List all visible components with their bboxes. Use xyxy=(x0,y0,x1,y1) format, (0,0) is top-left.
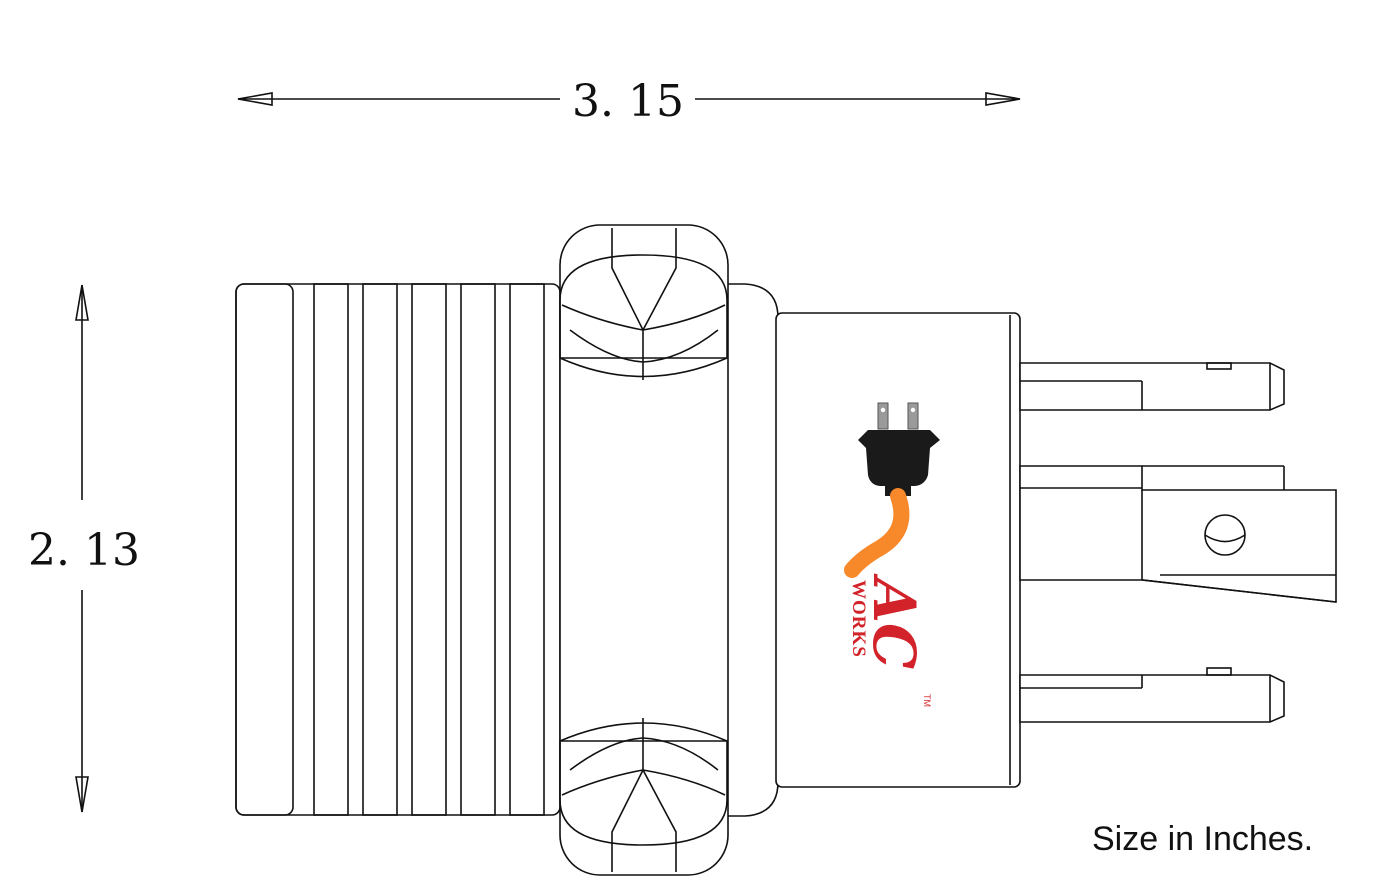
plug-body xyxy=(775,312,1021,788)
units-note: Size in Inches. xyxy=(1092,820,1314,858)
ground-prong xyxy=(1019,465,1337,603)
trademark: TM xyxy=(922,694,932,707)
left-arrowhead-icon xyxy=(237,92,273,106)
plug-icon xyxy=(858,402,940,496)
width-label: 3. 15 xyxy=(572,76,684,127)
bottom-arrowhead-icon xyxy=(75,776,89,813)
logo-word: WORKS xyxy=(848,580,869,658)
grip-ring xyxy=(559,224,729,876)
top-prong xyxy=(1019,362,1285,411)
right-arrowhead-icon xyxy=(985,92,1021,106)
prongs xyxy=(1019,362,1337,723)
collar xyxy=(726,283,779,817)
prong-hole xyxy=(1204,514,1246,556)
brand-logo: WORKS AC TM xyxy=(844,402,940,707)
cord-icon xyxy=(844,488,910,578)
height-dimension: 2. 13 xyxy=(28,284,140,813)
top-arrowhead-icon xyxy=(75,284,89,321)
logo-letters: AC xyxy=(860,573,928,669)
bottom-prong xyxy=(1019,667,1285,723)
ribbed-barrel xyxy=(235,283,561,816)
height-label: 2. 13 xyxy=(28,525,140,576)
width-dimension: 3. 15 xyxy=(237,76,1021,127)
